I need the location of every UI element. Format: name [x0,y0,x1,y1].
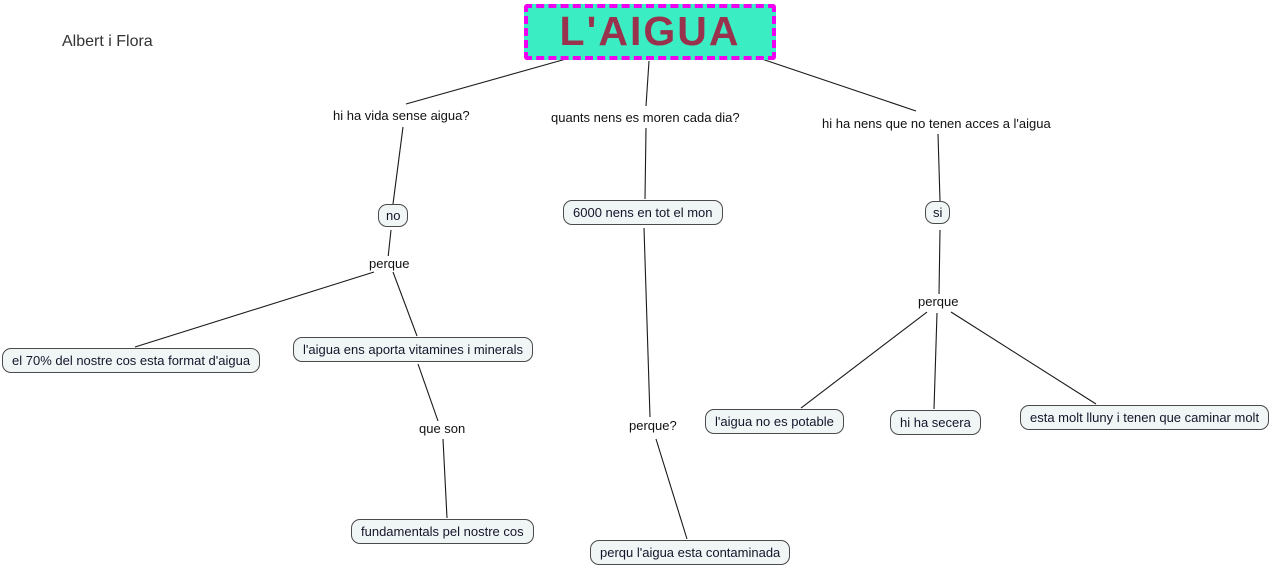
edge-q2-6000 [644,127,647,200]
edge-perque-contaminada [655,438,688,540]
authors-text: Albert i Flora [62,33,153,50]
edge-si-perque [938,229,941,296]
edge-perque-secera [933,312,938,410]
question-acces-label[interactable]: hi ha nens que no tenen acces a l'aigua [820,116,1053,131]
edge-perque-70 [134,271,375,348]
node-vitamines[interactable]: l'aigua ens aporta vitamines i minerals [293,337,533,362]
edge-queson-fundamentals [442,438,448,519]
edge-perque-potable [800,311,928,409]
edge-6000-perque [643,227,651,418]
link-perque-center[interactable]: perque? [626,418,680,433]
edge-q3-si [937,133,941,202]
question-vida-label[interactable]: hi ha vida sense aigua? [331,108,472,123]
edge-vitamines-queson [417,363,439,422]
node-secera[interactable]: hi ha secera [890,410,981,435]
link-perque-right[interactable]: perque [915,294,962,309]
edge-no-perque [387,229,392,259]
edge-q1-no [392,126,404,205]
node-70-percent[interactable]: el 70% del nostre cos esta format d'aigu… [2,348,261,373]
node-fundamentals[interactable]: fundamentals pel nostre cos [351,519,534,544]
node-si[interactable]: si [925,201,951,224]
title-node[interactable]: L'AIGUA [524,4,776,60]
edge-perque-lluny [950,311,1097,405]
edge-title-q2 [645,60,650,107]
node-no-potable[interactable]: l'aigua no es potable [705,409,844,434]
link-perque-left[interactable]: perque [366,256,413,271]
node-lluny[interactable]: esta molt lluny i tenen que caminar molt [1020,405,1270,430]
edge-title-q1 [405,58,567,105]
node-6000-nens[interactable]: 6000 nens en tot el mon [563,200,723,225]
node-contaminada[interactable]: perqu l'aigua esta contaminada [590,540,791,565]
node-no[interactable]: no [378,204,409,227]
question-nens-moren-label[interactable]: quants nens es moren cada dia? [549,110,742,125]
edge-title-q3 [755,56,917,112]
link-que-son[interactable]: que son [416,421,469,436]
edge-perque-vitamines [392,271,418,337]
